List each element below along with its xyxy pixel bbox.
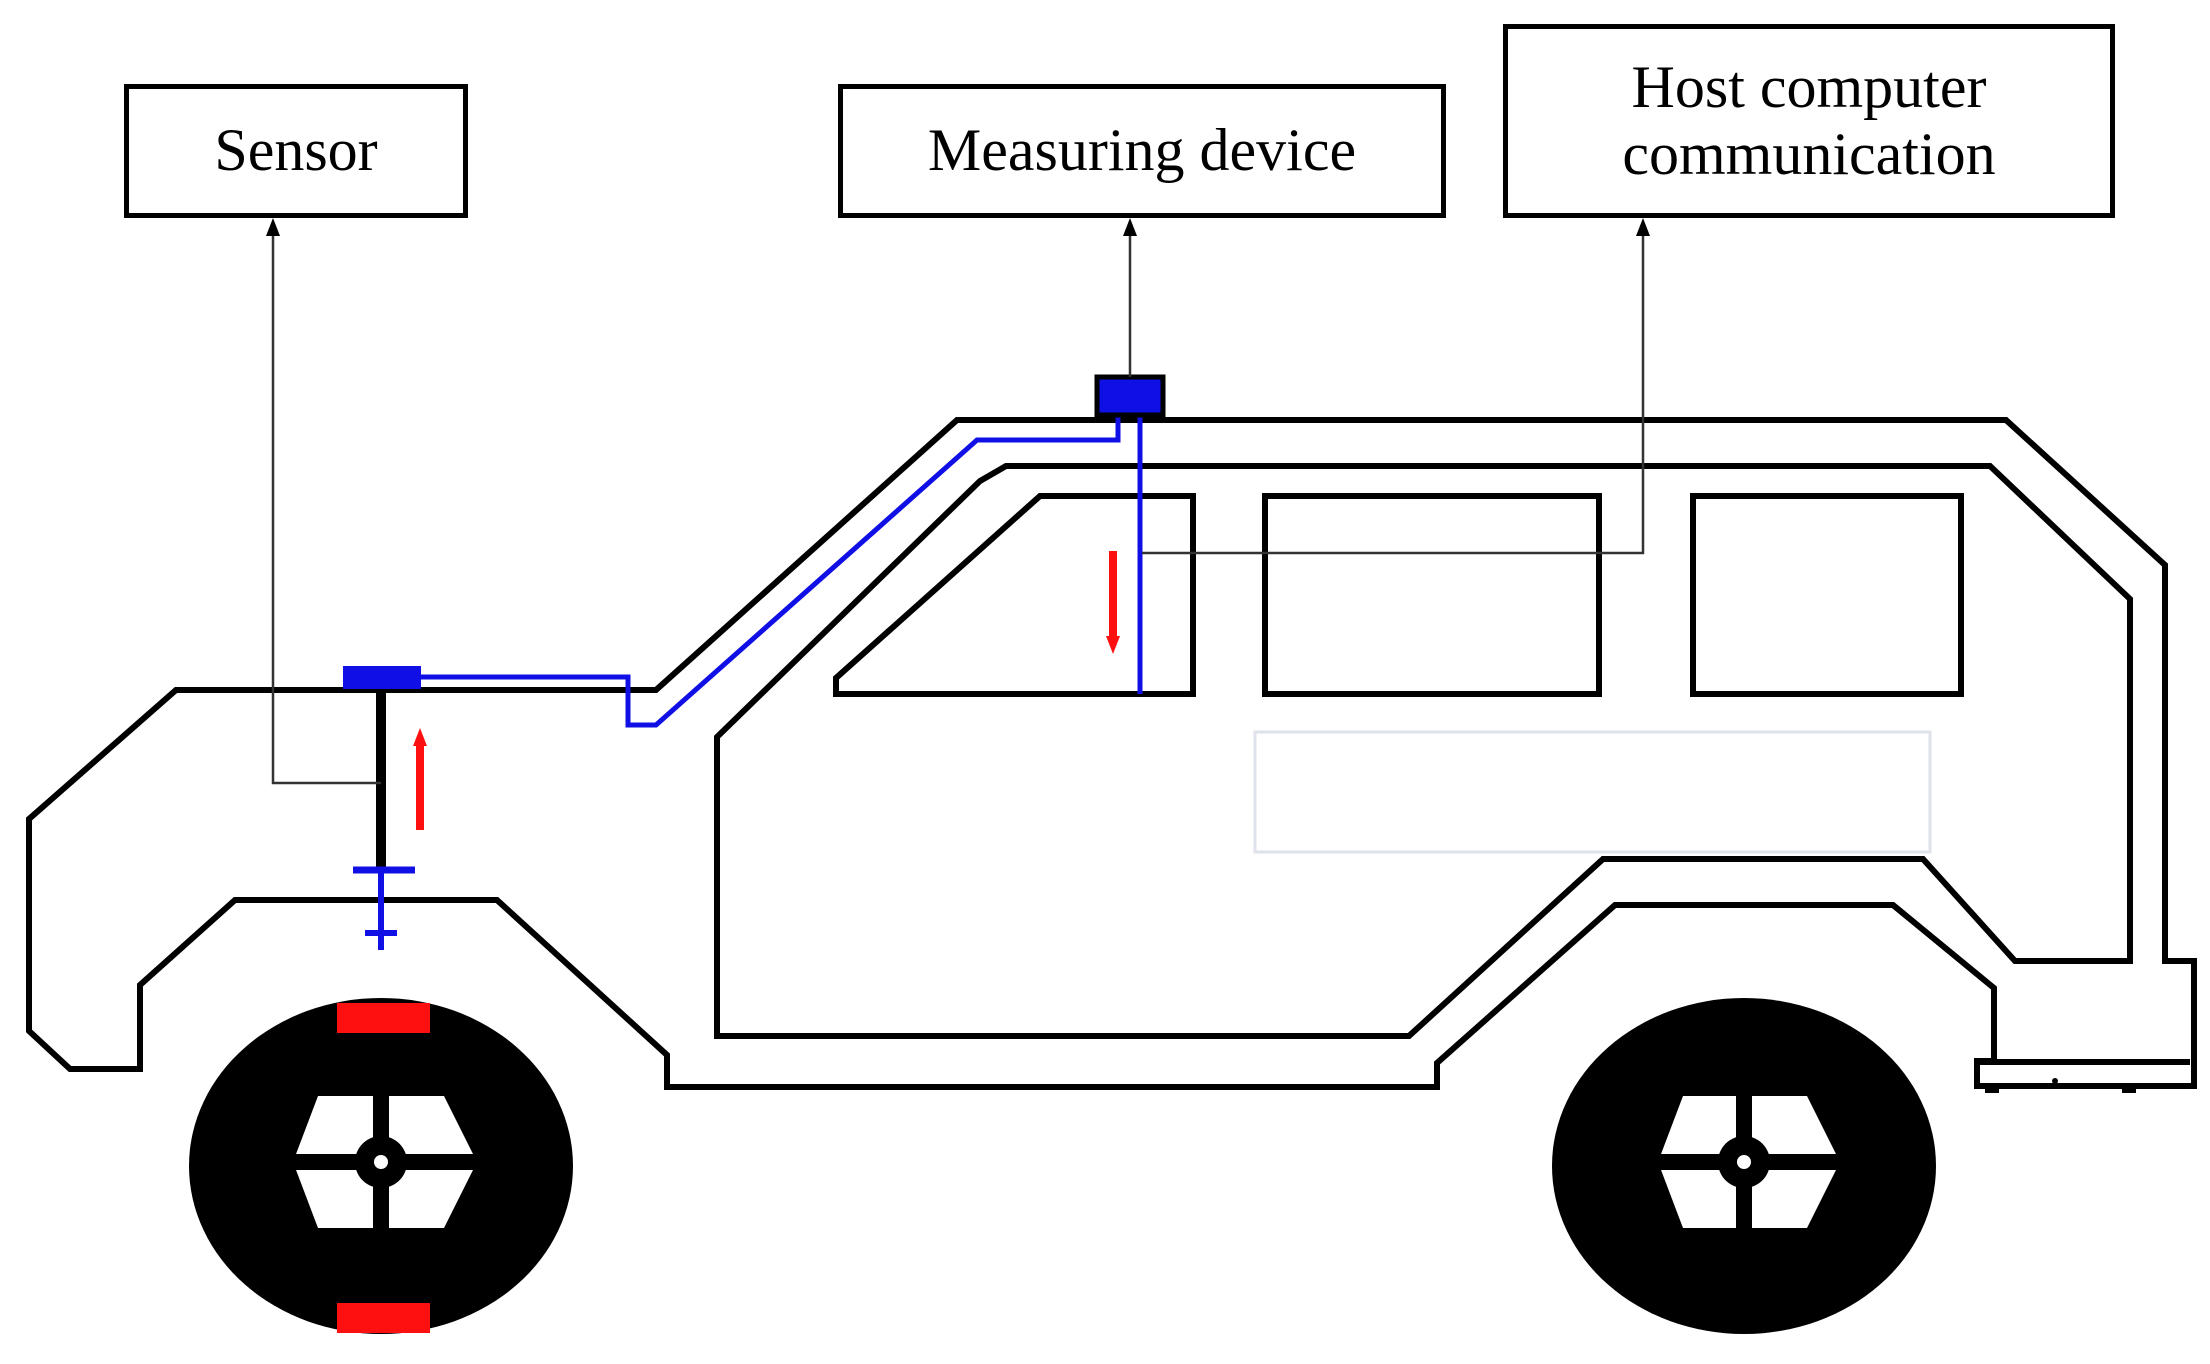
wheel-marker-bottom (337, 1303, 430, 1333)
car-body (26, 417, 2197, 1090)
measuring-device-label: Measuring device (927, 117, 1357, 184)
window-front (833, 493, 1196, 697)
car-body-inner (714, 463, 2133, 1039)
device-leader-arrowhead (1123, 218, 1137, 236)
window-middle (1262, 493, 1602, 697)
arrow-up-head (413, 728, 427, 746)
red-arrows (413, 551, 1120, 830)
wheel-marker-top (337, 1003, 430, 1033)
sensor-leader (271, 230, 381, 785)
car-body-outer (26, 417, 2197, 1090)
sensor-assembly (343, 666, 421, 950)
sensor-label-box: Sensor (124, 84, 468, 218)
device-block (1094, 374, 1166, 418)
wheel-hub-center (1737, 1155, 1751, 1169)
host-leader-arrowhead (1636, 218, 1650, 236)
leader-arrowheads (266, 218, 1650, 236)
front-wheel (189, 998, 573, 1334)
host-leader (1142, 230, 1645, 555)
arrow-down-head (1106, 636, 1120, 654)
door-panel-outline (1253, 730, 1932, 854)
bumper-details (1985, 1078, 2136, 1093)
rear-wheel (1552, 998, 1936, 1334)
host-label-line2: communication (1622, 121, 1996, 187)
wiring-cable (421, 416, 1121, 728)
sensor-block (343, 666, 421, 689)
sensor-leader-arrowhead (266, 218, 280, 236)
sensor-label: Sensor (214, 117, 378, 184)
bumper-tab (2122, 1084, 2136, 1093)
bumper-dot (2052, 1078, 2058, 1084)
measuring-device-label-box: Measuring device (838, 84, 1446, 218)
wheel-hub-center (374, 1155, 388, 1169)
host-label-line1: Host computer (1631, 53, 1987, 120)
window-rear (1690, 493, 1964, 697)
leader-lines (271, 230, 1645, 785)
bumper-tab (1985, 1084, 1999, 1093)
host-communication-label-box: Host computer communication (1503, 24, 2115, 218)
